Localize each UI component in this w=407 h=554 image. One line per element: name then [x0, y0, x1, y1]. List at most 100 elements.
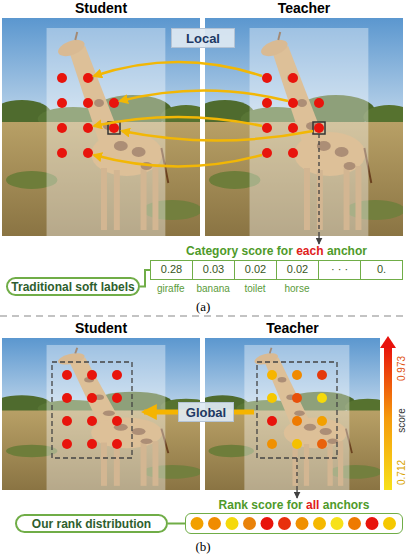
heading-word: all [306, 498, 319, 512]
anchor-dot [109, 98, 119, 108]
region-box [257, 362, 337, 458]
anchor-dot [83, 123, 93, 133]
anchor-dot [267, 370, 277, 380]
global-tag: Global [178, 402, 234, 422]
class-name: giraffe [157, 283, 185, 294]
anchor-dot [317, 370, 327, 380]
panel-label: (a) [196, 300, 210, 314]
heading-word: anchor [327, 244, 367, 258]
distill-arrow [94, 62, 262, 76]
anchor-dot [62, 370, 72, 380]
score-vector: Category score for each anchor0.280.030.… [150, 244, 403, 280]
anchor-dot [87, 393, 97, 403]
image-heading: Student [2, 0, 200, 16]
region-box [52, 362, 132, 458]
anchor-dot [57, 148, 67, 158]
score-cell: 0.28 [151, 261, 192, 279]
rank-dot [331, 517, 344, 530]
rank-dot [348, 517, 361, 530]
label-box: Traditional soft labels [6, 277, 140, 296]
score-cell: 0. [360, 261, 402, 279]
pointer-arrow [318, 236, 319, 244]
rank-dot [191, 517, 204, 530]
scope-label: Global [186, 405, 226, 420]
anchor-dot [292, 416, 302, 426]
rank-dot [296, 517, 309, 530]
heading-word: anchors [323, 498, 370, 512]
anchor-dot [262, 123, 272, 133]
anchor-dot [317, 439, 327, 449]
method-label: Our rank distribution [32, 517, 151, 531]
scale-title: score [396, 408, 407, 432]
anchor-dot [262, 148, 272, 158]
class-name: banana [197, 283, 230, 294]
anchor-dot [83, 98, 93, 108]
link-line [168, 522, 185, 524]
heading-word [303, 498, 306, 512]
label-box: Our rank distribution [15, 514, 168, 533]
score-cell: · · · [318, 261, 360, 279]
distill-arrow [94, 117, 262, 126]
leader-line [296, 458, 297, 490]
anchor-dot [292, 393, 302, 403]
vector-heading: Category score for each anchor [150, 244, 403, 259]
heading-word: each [296, 244, 323, 258]
anchor-dot [292, 439, 302, 449]
heading-word [238, 244, 241, 258]
vector-heading: Rank score for all anchors [185, 498, 403, 512]
local-tag: Local [171, 28, 235, 48]
score-row: 0.280.030.020.02· · ·0. [150, 260, 403, 280]
anchor-dot [87, 370, 97, 380]
heading-word: score [241, 244, 273, 258]
image-heading: Teacher [205, 320, 380, 336]
rank-dot [278, 517, 291, 530]
scope-label: Local [186, 31, 220, 46]
teacher-image: Teacher [205, 18, 403, 236]
anchor-dot [62, 393, 72, 403]
heading-word: for [287, 498, 303, 512]
anchor-dot [112, 393, 122, 403]
rank-vector: Rank score for all anchors [185, 498, 403, 534]
anchor-dot [112, 370, 122, 380]
heading-word [293, 244, 296, 258]
anchor-dot [267, 439, 277, 449]
rank-dot [313, 517, 326, 530]
image-heading: Student [2, 320, 200, 336]
heading-word: Category [186, 244, 238, 258]
heading-word [273, 244, 276, 258]
anchor-dot [87, 416, 97, 426]
rank-dot [208, 517, 221, 530]
anchor-dot [317, 393, 327, 403]
anchor-dot [288, 73, 298, 83]
student-image: Student [2, 338, 200, 490]
color-scale-bar [384, 346, 392, 490]
anchor-dot [288, 148, 298, 158]
heading-word: for [277, 244, 293, 258]
score-cell: 0.02 [276, 261, 318, 279]
scale-value: 0.712 [396, 459, 407, 484]
score-cell: 0.02 [234, 261, 276, 279]
anchor-dot [87, 439, 97, 449]
anchor-dot [83, 148, 93, 158]
anchor-dot [62, 416, 72, 426]
anchor-dot [112, 416, 122, 426]
rank-dot [383, 517, 396, 530]
distill-arrow [122, 131, 313, 141]
distill-arrow [94, 155, 262, 167]
panel-separator [0, 315, 407, 316]
anchor-dot [262, 73, 272, 83]
rank-row [185, 513, 403, 534]
leader-line [318, 134, 319, 236]
anchor-dot [109, 123, 119, 133]
anchor-dot [267, 393, 277, 403]
anchor-dot [83, 73, 93, 83]
anchor-dot [314, 123, 324, 133]
anchor-dot [292, 370, 302, 380]
anchor-dot [262, 98, 272, 108]
anchor-dot [288, 98, 298, 108]
heading-word [283, 498, 286, 512]
anchor-dot [112, 439, 122, 449]
anchor-dot [317, 416, 327, 426]
anchor-dot [267, 416, 277, 426]
